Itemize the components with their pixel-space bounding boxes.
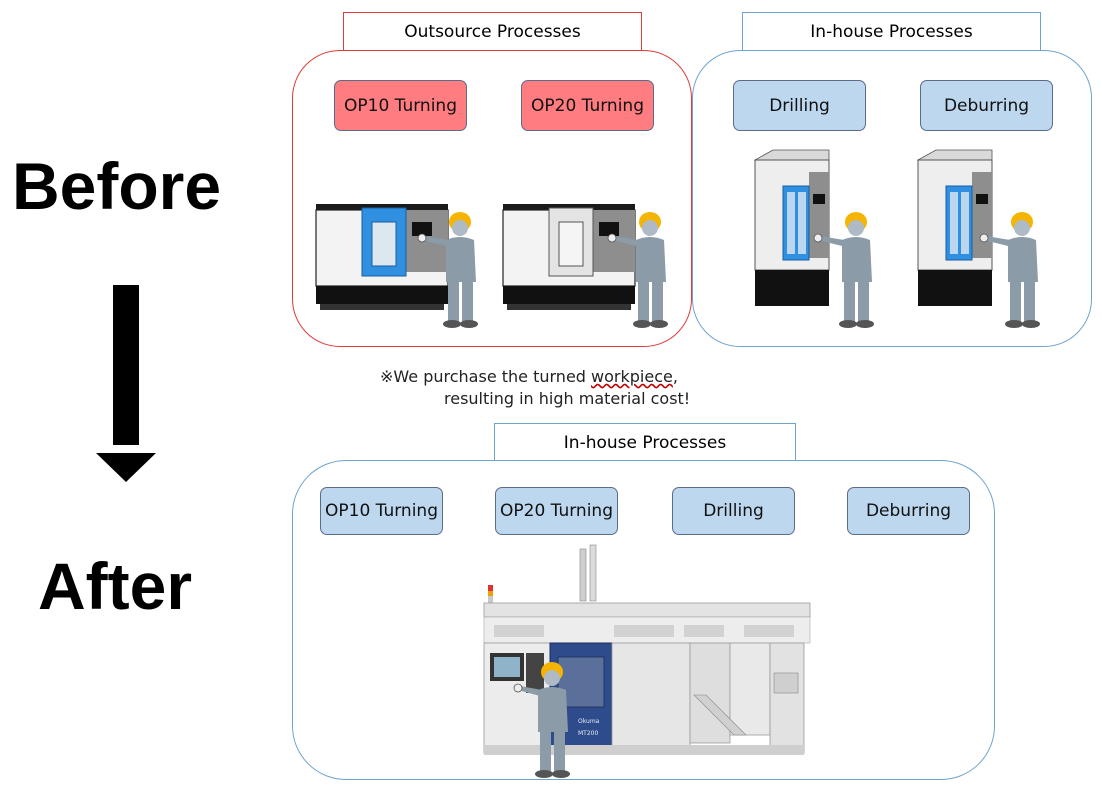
worker-icon bbox=[979, 212, 1040, 328]
note-underlined-word: workpiece bbox=[591, 367, 673, 386]
process-op10-turning-after: OP10 Turning bbox=[320, 487, 443, 535]
deburring-machine-icon bbox=[916, 149, 993, 306]
before-label: Before bbox=[12, 149, 222, 223]
inhouse-processes-title: In-house Processes bbox=[563, 432, 727, 453]
process-label: OP20 Turning bbox=[500, 501, 613, 521]
process-label: Deburring bbox=[865, 501, 952, 521]
worker-icon bbox=[813, 212, 874, 328]
worker-icon bbox=[513, 662, 570, 778]
process-label: OP10 Turning bbox=[344, 95, 457, 116]
inhouse-processes-title: In-house Processes bbox=[810, 21, 973, 42]
inhouse-group-before bbox=[692, 50, 1092, 347]
process-op20-turning-outsource: OP20 Turning bbox=[521, 80, 654, 131]
note-line-1: ※We purchase the turned workpiece, bbox=[380, 366, 690, 388]
process-label: Drilling bbox=[769, 95, 830, 116]
after-label: After bbox=[38, 549, 193, 623]
process-drilling-after: Drilling bbox=[672, 487, 795, 535]
note-prefix: ※We purchase the turned bbox=[380, 367, 592, 386]
process-op20-turning-after: OP20 Turning bbox=[495, 487, 618, 535]
process-label: Deburring bbox=[943, 95, 1030, 116]
process-label: OP20 Turning bbox=[531, 95, 644, 116]
process-drilling-before: Drilling bbox=[733, 80, 866, 131]
outsource-processes-tab: Outsource Processes bbox=[343, 12, 642, 50]
process-label: OP10 Turning bbox=[325, 501, 438, 521]
machine-brand: Okuma bbox=[578, 718, 600, 725]
worker-icon bbox=[417, 212, 478, 328]
process-deburring-after: Deburring bbox=[847, 487, 970, 535]
inhouse-group-after bbox=[292, 460, 995, 780]
process-op10-turning-outsource: OP10 Turning bbox=[334, 80, 467, 131]
material-cost-note: ※We purchase the turned workpiece, resul… bbox=[380, 366, 690, 410]
inhouse-processes-tab-before: In-house Processes bbox=[742, 12, 1041, 50]
note-suffix: , bbox=[672, 367, 678, 386]
outsource-group bbox=[292, 50, 692, 347]
down-arrow-icon bbox=[96, 285, 156, 482]
note-line-2: resulting in high material cost! bbox=[444, 389, 691, 408]
process-label: Drilling bbox=[703, 501, 764, 521]
inhouse-processes-tab-after: In-house Processes bbox=[494, 423, 796, 461]
multitasking-machine-icon: Okuma MT200 bbox=[483, 544, 811, 755]
worker-icon bbox=[607, 212, 668, 328]
outsource-processes-title: Outsource Processes bbox=[404, 21, 581, 42]
machine-model: MT200 bbox=[578, 730, 598, 737]
drilling-machine-icon bbox=[753, 149, 830, 306]
process-deburring-before: Deburring bbox=[920, 80, 1053, 131]
